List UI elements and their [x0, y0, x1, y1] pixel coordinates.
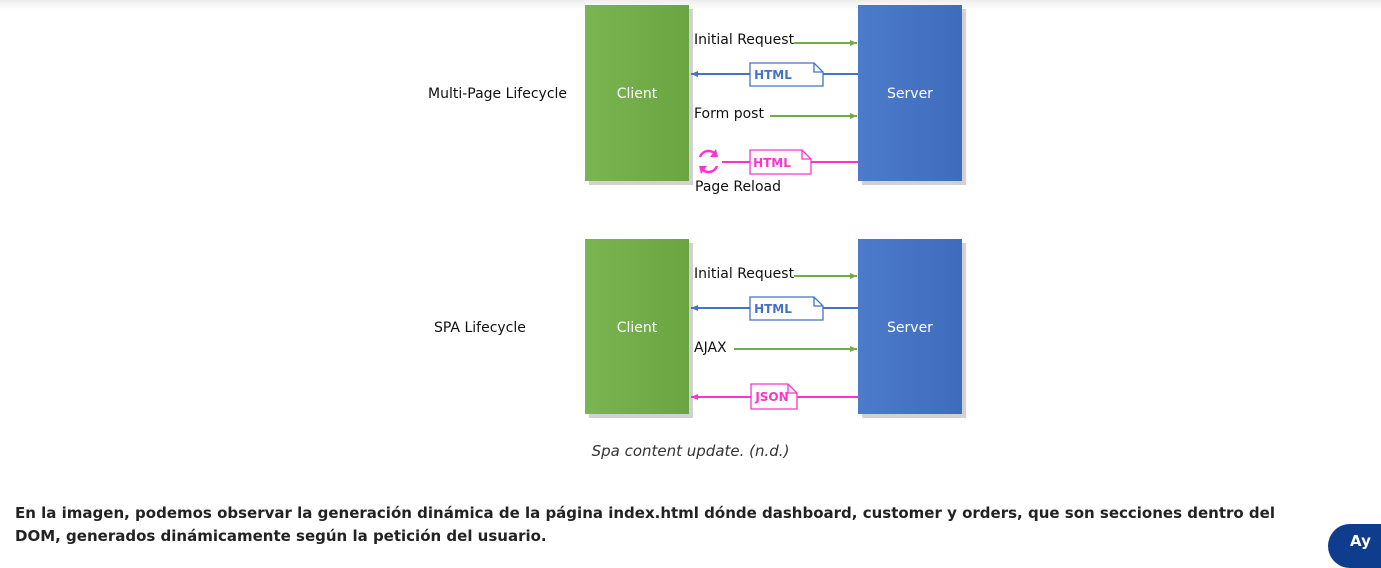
html-reload-document-icon [749, 149, 812, 175]
spa-html-doc-label: HTML [754, 302, 792, 316]
initial-request-label: Initial Request [694, 32, 795, 48]
spa-client-box [585, 239, 689, 414]
json-doc-label: JSON [754, 390, 788, 404]
spa-lifecycle-group: SPA Lifecycle Client Server Initial Requ… [434, 239, 966, 418]
html-reload-doc-label: HTML [753, 156, 791, 170]
server-box-label: Server [887, 86, 933, 102]
server-box [858, 5, 962, 181]
multi-page-lifecycle-group: Multi-Page Lifecycle Client Server Initi… [428, 5, 966, 195]
spa-html-document-fold-icon [813, 297, 823, 307]
body-paragraph: En la imagen, podemos observar la genera… [15, 504, 1275, 545]
spa-server-box [858, 239, 962, 414]
html-doc-label: HTML [754, 68, 792, 82]
html-document-fold-icon [813, 63, 823, 73]
top-shadow [0, 0, 1381, 10]
spa-lifecycle-label: SPA Lifecycle [434, 320, 526, 336]
figure-caption: Spa content update. (n.d.) [591, 442, 790, 460]
spa-initial-request-label: Initial Request [694, 266, 795, 282]
spa-client-box-label: Client [617, 320, 658, 336]
json-document-icon [750, 383, 798, 410]
json-document-fold-icon [787, 384, 797, 394]
form-post-label: Form post [694, 106, 764, 122]
spa-server-box-label: Server [887, 320, 933, 336]
client-box [585, 5, 689, 181]
spa-html-document-icon [749, 296, 824, 321]
ajax-label: AJAX [694, 340, 727, 356]
multi-page-lifecycle-label: Multi-Page Lifecycle [428, 86, 567, 102]
help-button[interactable]: Ay [1328, 524, 1381, 568]
html-document-icon [749, 62, 824, 87]
lifecycle-diagram: Multi-Page Lifecycle Client Server Initi… [428, 5, 966, 418]
page-reload-label: Page Reload [695, 179, 781, 195]
client-box-label: Client [617, 86, 658, 102]
refresh-icon [698, 149, 719, 174]
html-reload-document-fold-icon [801, 150, 811, 160]
